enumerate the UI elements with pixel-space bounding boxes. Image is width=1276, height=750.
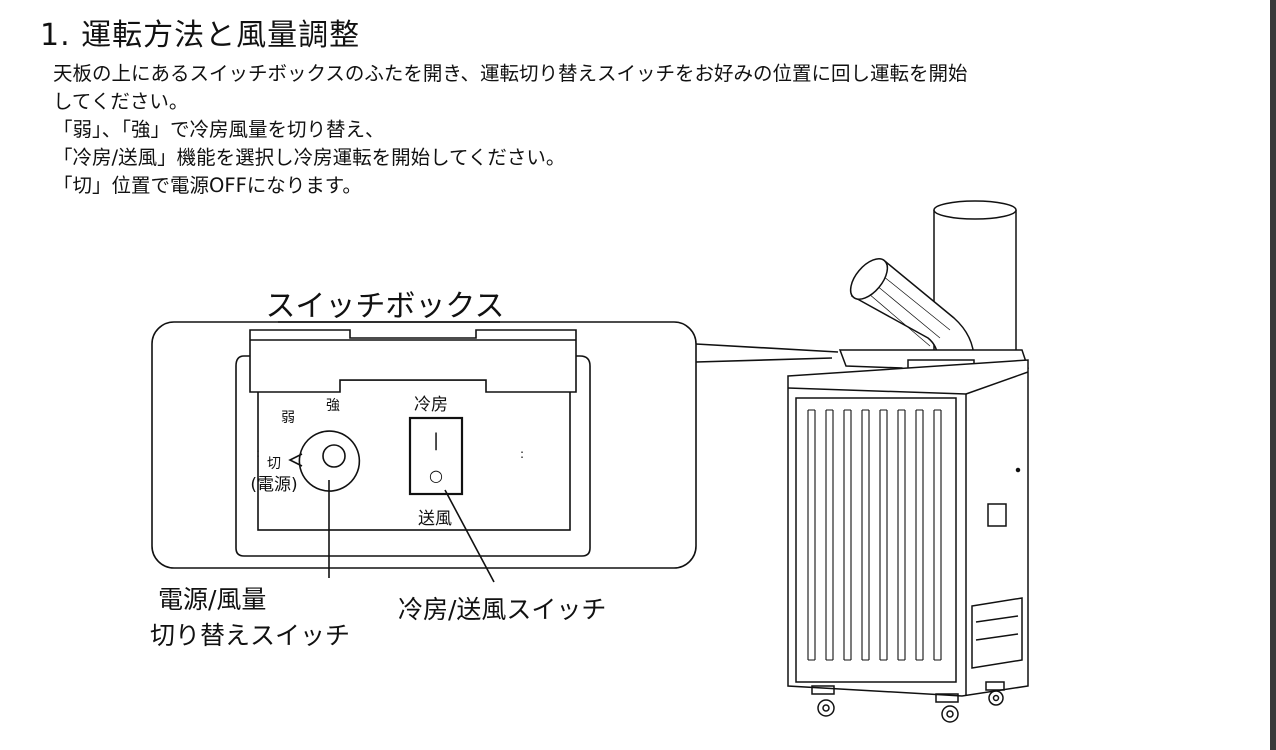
section-title: 1. 運転方法と風量調整 bbox=[40, 18, 361, 53]
intro-line: 「切」位置で電源OFFになります。 bbox=[53, 174, 362, 197]
panel-side-mark: : bbox=[520, 447, 524, 461]
callout-frame bbox=[151, 321, 697, 569]
power-switch-label-2: 切り替えスイッチ bbox=[150, 621, 350, 650]
dial-label-off: 切 bbox=[267, 456, 281, 472]
intro-line: 「冷房/送風」機能を選択し冷房運転を開始してください。 bbox=[53, 146, 566, 169]
page-edge-bar bbox=[1270, 0, 1276, 750]
front-panel bbox=[795, 397, 957, 683]
intro-line: 天板の上にあるスイッチボックスのふたを開き、運転切り替えスイッチをお好みの位置に… bbox=[53, 62, 968, 85]
duct-ribs bbox=[861, 271, 951, 347]
mode-on-mark: | bbox=[433, 430, 439, 451]
callout-leader-top bbox=[695, 343, 839, 353]
switch-box-callout bbox=[151, 321, 839, 569]
mode-off-mark: ○ bbox=[429, 466, 443, 485]
dial-label-strong: 強 bbox=[326, 398, 340, 414]
power-switch-label-1: 電源/風量 bbox=[158, 585, 266, 614]
side-vent-bars bbox=[975, 615, 1019, 641]
mode-label-cool: 冷房 bbox=[414, 395, 448, 415]
dial-label-weak: 弱 bbox=[281, 410, 295, 426]
dial-label-power: (電源) bbox=[250, 475, 297, 495]
switch-box-lid bbox=[249, 329, 577, 393]
cold-air-duct-mouth bbox=[849, 258, 889, 300]
cabinet-top-edge-side bbox=[965, 371, 1029, 395]
cabinet bbox=[787, 359, 1029, 697]
cabinet-top-edge bbox=[787, 387, 967, 395]
casters bbox=[811, 681, 1005, 723]
dial-pointer bbox=[288, 453, 303, 467]
exhaust-duct-top bbox=[933, 200, 1017, 220]
dial-tick-mark: : bbox=[256, 446, 260, 460]
callout-leader-bottom bbox=[695, 357, 833, 363]
cool-fan-switch: 冷房 | ○ 送風 bbox=[408, 395, 464, 529]
front-grille bbox=[807, 409, 942, 661]
switch-box-title: スイッチボックス bbox=[265, 289, 504, 324]
intro-text: 天板の上にあるスイッチボックスのふたを開き、運転切り替えスイッチをお好みの位置に… bbox=[53, 60, 1233, 200]
side-screw bbox=[1015, 467, 1021, 473]
mode-switch-label: 冷房/送風スイッチ bbox=[398, 595, 606, 624]
power-airflow-switch: 弱 強 切 (電源) : bbox=[250, 398, 361, 495]
side-handle bbox=[987, 503, 1007, 527]
intro-line: してください。 bbox=[53, 90, 189, 113]
mode-switch-frame bbox=[408, 416, 464, 496]
mode-switch-pointer bbox=[444, 489, 495, 583]
mode-label-fan: 送風 bbox=[418, 509, 452, 529]
dial-outer-ring bbox=[298, 430, 361, 492]
side-vent bbox=[971, 597, 1023, 669]
intro-line: 「弱」、「強」で冷房風量を切り替え、 bbox=[53, 118, 385, 141]
spot-cooler-unit bbox=[787, 200, 1030, 723]
dial-knob bbox=[322, 444, 346, 468]
switch-box-body bbox=[235, 355, 591, 557]
